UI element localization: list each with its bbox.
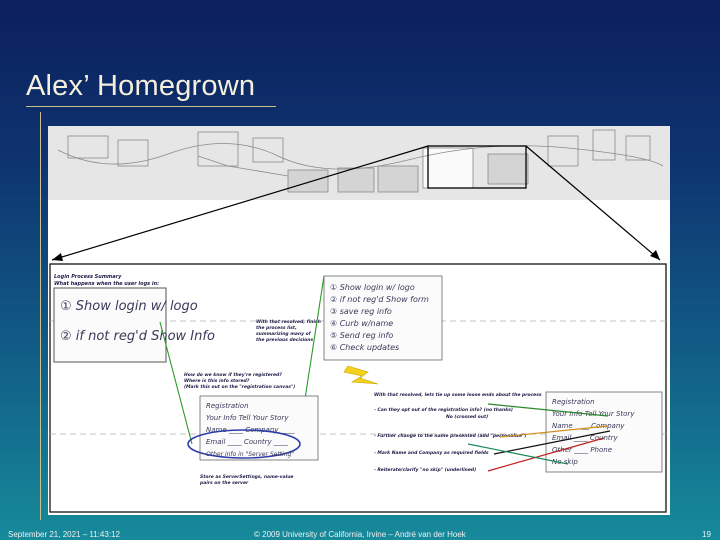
svg-text:Email ____ Country: Email ____ Country — [552, 434, 619, 442]
title-underline — [26, 106, 276, 107]
note-finish-4: the previous decisions — [256, 337, 313, 343]
note-registered-2: Where is this info stored? — [184, 378, 250, 384]
connector-green — [487, 403, 609, 417]
note-bullet-3: - Further change to the name presented (… — [374, 433, 527, 439]
note-bullet-4: - Mark Name and Company as required fiel… — [374, 450, 489, 456]
svg-text:Other ____ Phone: Other ____ Phone — [552, 446, 612, 454]
svg-text:① Show login w/ logo: ① Show login w/ logo — [330, 283, 415, 292]
note-registered-1: How do we know if they're registered? — [184, 372, 282, 378]
left-accent-line — [40, 112, 41, 520]
connector-teal — [467, 443, 569, 465]
footer-date: September 21, 2021 – 11:43:12 — [8, 530, 120, 539]
svg-text:⑤ Send reg info: ⑤ Send reg info — [330, 331, 393, 340]
svg-text:③ save reg info: ③ save reg info — [330, 307, 392, 316]
zoom-arrow-right — [525, 145, 661, 261]
svg-text:Other info in "Server Setting": Other info in "Server Setting" — [206, 451, 294, 458]
svg-text:② if not reg'd Show Info: ② if not reg'd Show Info — [60, 329, 215, 344]
svg-text:② if not reg'd Show form: ② if not reg'd Show form — [330, 295, 429, 304]
note-resolved: With that resolved, lets tie up some loo… — [374, 392, 542, 398]
svg-text:Email ____ Country ____: Email ____ Country ____ — [206, 438, 288, 446]
note-bullet-5: - Reiterate/clarify "no skip" (underline… — [374, 467, 476, 473]
summary-title: Login Process Summary — [54, 274, 122, 280]
note-bullet-1: - Can they opt out of the registration i… — [374, 407, 513, 413]
note-registered-3: (Mark this out on the "registration canv… — [184, 384, 295, 390]
connector-red — [487, 437, 605, 472]
note-finish-2: the process list, — [256, 325, 297, 331]
lightning-bolt-icon — [343, 365, 379, 385]
svg-text:⑥ Check updates: ⑥ Check updates — [330, 343, 399, 352]
connector-orange — [499, 425, 609, 438]
whiteboard-figure: Login Process Summary What happens when … — [48, 126, 670, 515]
whiteboard-sketch: Login Process Summary What happens when … — [48, 126, 670, 513]
svg-text:④ Curb w/name: ④ Curb w/name — [330, 319, 393, 328]
note-store-2: pairs on the server — [199, 480, 249, 486]
zoom-box — [427, 145, 527, 189]
overview-scribbles — [57, 129, 664, 193]
note-finish-1: With that resolved, finish — [256, 319, 321, 325]
footer-copyright: © 2009 University of California, Irvine … — [254, 530, 466, 539]
registration-sketch — [199, 395, 319, 461]
svg-text:No skip: No skip — [552, 458, 578, 466]
process-list-sketch — [323, 275, 443, 361]
svg-text:Name ____ Company: Name ____ Company — [552, 422, 625, 430]
svg-text:Registration: Registration — [206, 402, 249, 410]
summary-subtitle: What happens when the user logs in: — [54, 281, 159, 287]
svg-text:① Show login w/ logo: ① Show login w/ logo — [60, 299, 198, 314]
note-store-1: Store as ServerSettings, name-value — [200, 474, 293, 480]
connector-black — [493, 430, 611, 455]
login-sketch — [53, 287, 167, 363]
note-bullet-2: No (crossed out) — [446, 414, 488, 420]
footer-page-number: 19 — [702, 530, 711, 539]
zoom-arrow-left — [51, 145, 429, 261]
note-finish-3: summarizing many of — [256, 331, 312, 337]
slide-title: Alex’ Homegrown — [26, 70, 256, 102]
store-ellipse — [187, 429, 301, 459]
green-line-left — [159, 321, 193, 445]
svg-text:Registration: Registration — [552, 398, 595, 406]
svg-text:Your Info Tell Your Story: Your Info Tell Your Story — [206, 414, 289, 422]
